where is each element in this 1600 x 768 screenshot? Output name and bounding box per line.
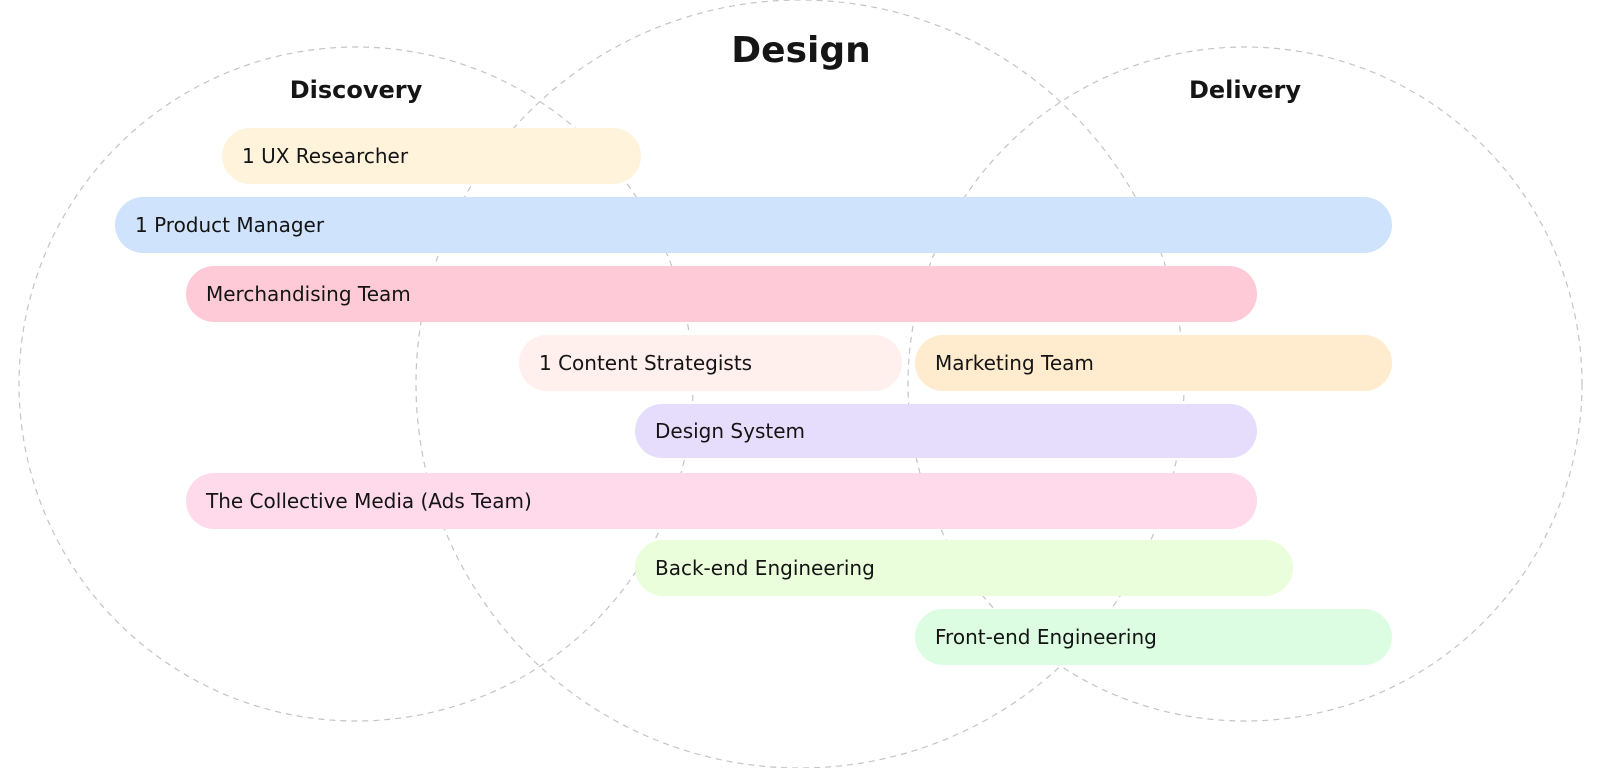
team-bar-marketing-team: Marketing Team: [915, 335, 1392, 391]
phase-label-discovery: Discovery: [289, 76, 423, 104]
phase-label-delivery: Delivery: [1188, 76, 1302, 104]
phase-label-design: Design: [731, 30, 871, 71]
team-bar-merchandising-team: Merchandising Team: [186, 266, 1257, 322]
team-bar-collective-media: The Collective Media (Ads Team): [186, 473, 1257, 529]
team-bar-content-strategists: 1 Content Strategists: [519, 335, 902, 391]
team-bar-back-end-engineering: Back-end Engineering: [635, 540, 1293, 596]
team-bar-product-manager: 1 Product Manager: [115, 197, 1392, 253]
team-bar-front-end-engineering: Front-end Engineering: [915, 609, 1392, 665]
team-bar-design-system: Design System: [635, 404, 1257, 458]
team-bar-ux-researcher: 1 UX Researcher: [222, 128, 641, 184]
